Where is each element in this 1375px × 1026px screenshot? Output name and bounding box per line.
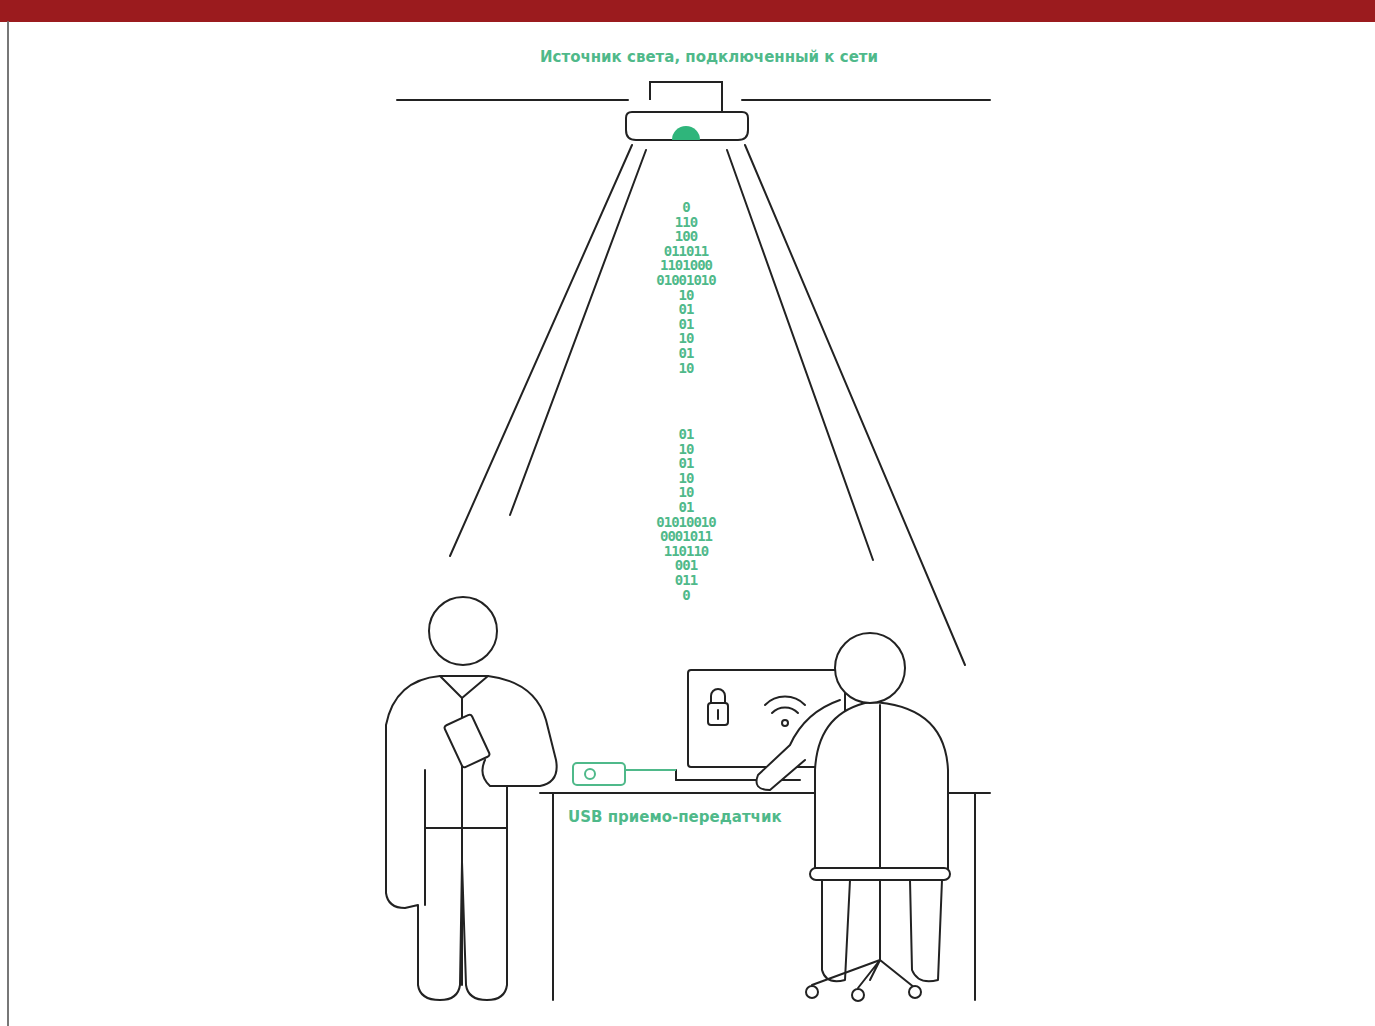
binary-digits: 01010010 <box>586 515 786 529</box>
light-source: Источник света, подключенный к сети <box>540 45 840 150</box>
binary-digits: 0 <box>586 200 786 214</box>
binary-digits: 011011 <box>586 244 786 258</box>
standing-person <box>386 597 557 1000</box>
ceiling <box>397 99 990 101</box>
binary-digits: 01 <box>586 346 786 360</box>
binary-digits: 01 <box>586 302 786 316</box>
binary-digits: 100 <box>586 229 786 243</box>
node-label: Источник света, подключенный к сети <box>540 48 840 66</box>
binary-digits: 01 <box>586 317 786 331</box>
binary-digits: 001 <box>586 558 786 572</box>
binary-digits: 01 <box>586 500 786 514</box>
binary-digits: 10 <box>586 331 786 345</box>
binary-digits: 011 <box>586 573 786 587</box>
binary-digits: 10 <box>586 361 786 375</box>
binary-digits: 0 <box>586 588 786 602</box>
binary-digits: 110 <box>586 215 786 229</box>
light-beam <box>450 145 965 665</box>
binary-digits: 110110 <box>586 544 786 558</box>
binary-digits: 01001010 <box>586 273 786 287</box>
binary-digits: 1101000 <box>586 258 786 272</box>
sitting-person <box>757 633 951 1001</box>
binary-digits: 10 <box>586 485 786 499</box>
node-label: USB приемо-передатчик <box>568 808 798 826</box>
binary-digits: 10 <box>586 471 786 485</box>
binary-digits: 01 <box>586 427 786 441</box>
usb-transceiver: USB приемо-передатчик <box>560 755 800 833</box>
frame-line <box>7 22 9 1026</box>
binary-digits: 0001011 <box>586 529 786 543</box>
binary-digits: 10 <box>586 288 786 302</box>
binary-digits: 10 <box>586 442 786 456</box>
binary-digits: 01 <box>586 456 786 470</box>
top-bar <box>0 0 1375 22</box>
